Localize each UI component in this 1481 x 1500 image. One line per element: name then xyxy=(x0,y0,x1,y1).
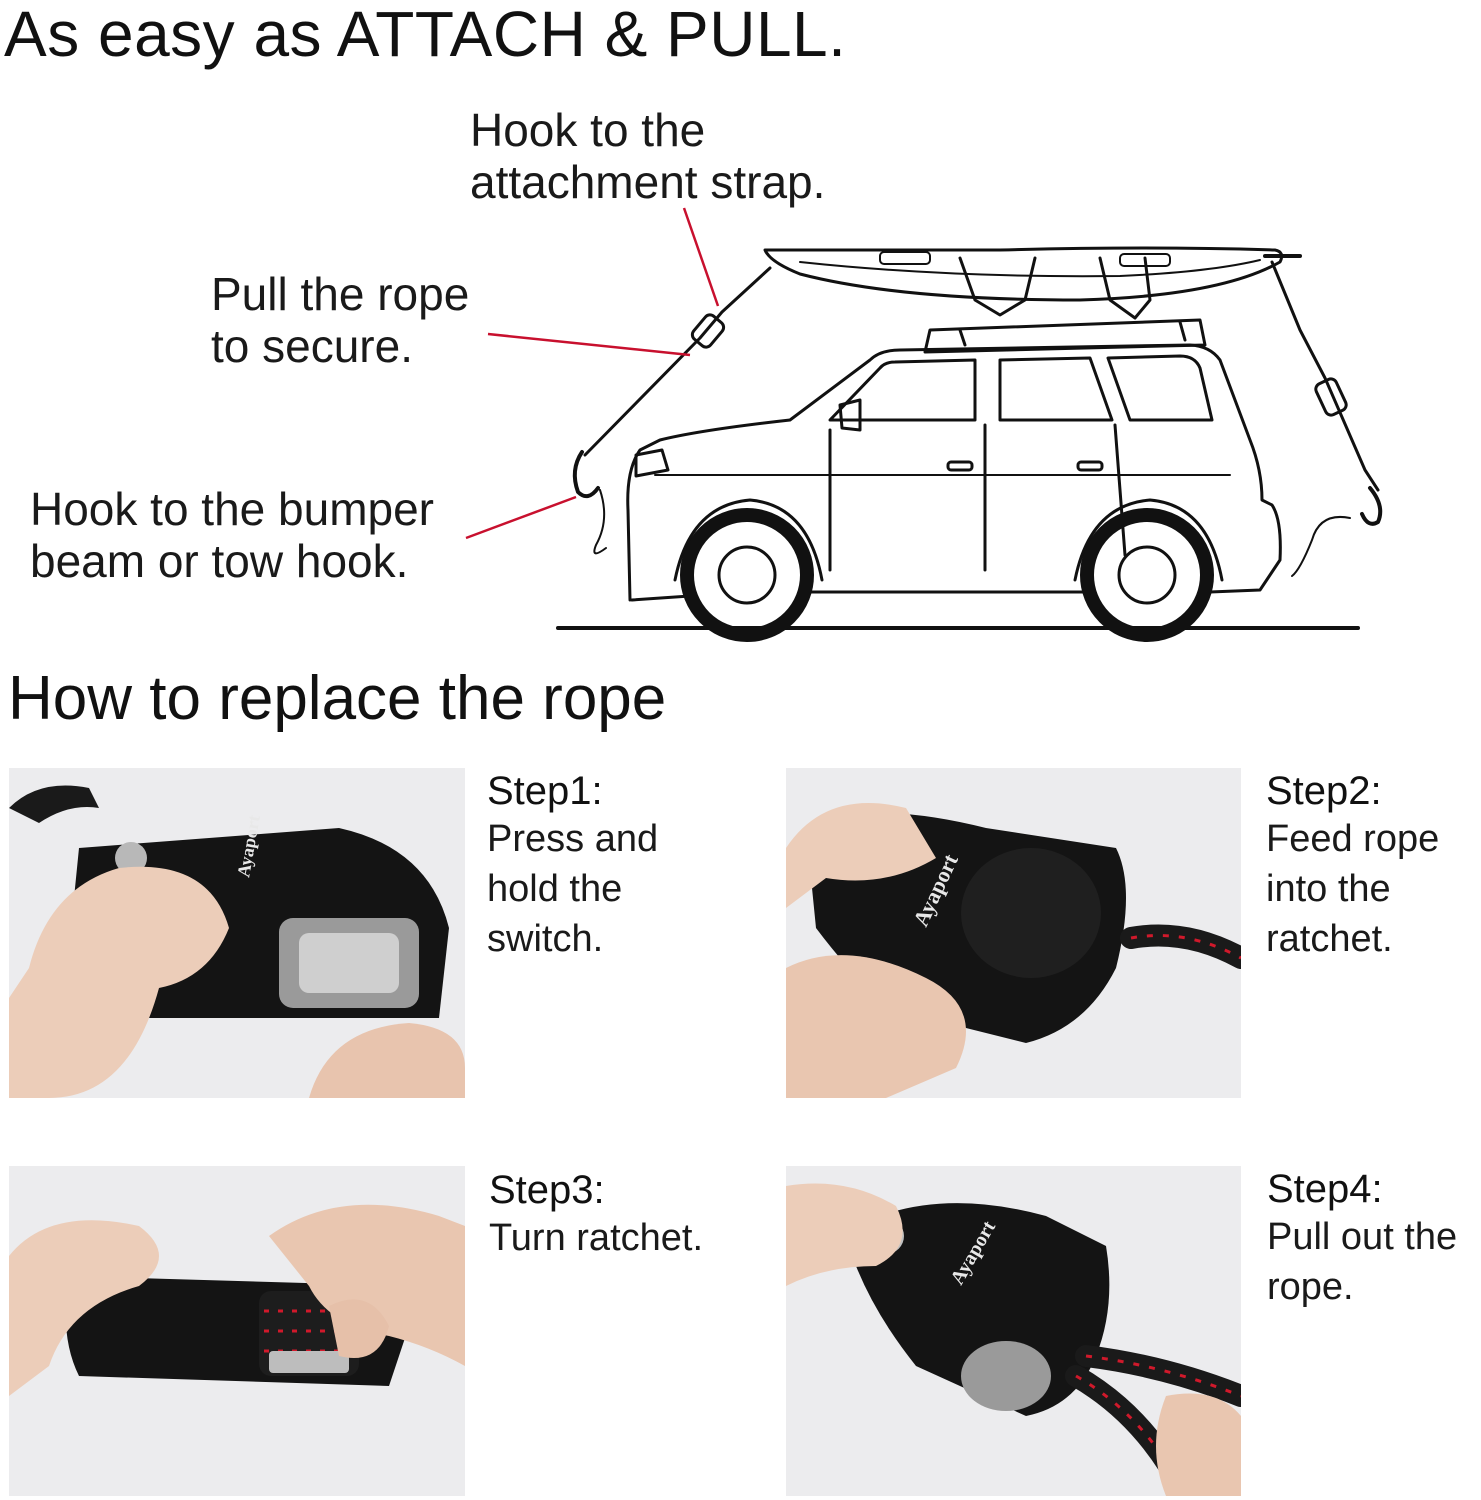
step1-title: Step1: xyxy=(487,769,603,813)
front-ratchet xyxy=(690,313,726,349)
kayak-saddle-rear xyxy=(1098,256,1152,320)
hand xyxy=(786,803,936,908)
step3-text: Step3: Turn ratchet. xyxy=(489,1167,703,1263)
step-line: Press and xyxy=(487,818,659,860)
step-line: Turn ratchet. xyxy=(489,1217,704,1259)
callout-line: Hook to the xyxy=(470,104,706,156)
step2-title: Step2: xyxy=(1266,769,1382,813)
page-title: As easy as ATTACH & PULL. xyxy=(4,0,847,70)
step-line: Feed rope xyxy=(1266,818,1440,860)
leader-rope xyxy=(487,332,691,357)
hand xyxy=(9,866,229,1098)
step2-text: Step2: Feed rope into the ratchet. xyxy=(1266,768,1439,964)
step1-photo: Ayaport xyxy=(9,768,465,1098)
front-rope xyxy=(583,266,772,457)
callout-attachment-strap: Hook to the attachment strap. xyxy=(470,104,825,208)
rear-rope xyxy=(1270,260,1380,492)
step-line: into the xyxy=(1266,868,1391,910)
callout-line: attachment strap. xyxy=(470,156,826,208)
leader-attachment xyxy=(682,207,720,307)
step-line: ratchet. xyxy=(1266,918,1393,960)
step4-title: Step4: xyxy=(1267,1167,1383,1211)
step2-photo: Ayaport xyxy=(786,768,1241,1098)
front-wheel xyxy=(680,508,814,642)
callout-pull-rope: Pull the rope to secure. xyxy=(211,268,469,372)
leader-bumper xyxy=(465,495,577,540)
callout-line: Hook to the bumper xyxy=(30,483,435,535)
callout-line: to secure. xyxy=(211,320,413,372)
hand xyxy=(9,1220,159,1396)
rear-s-hook xyxy=(1360,486,1383,526)
step-line: rope. xyxy=(1267,1266,1354,1308)
callout-line: beam or tow hook. xyxy=(30,535,409,587)
roof-rack xyxy=(923,318,1207,354)
kayak-hull xyxy=(763,246,1284,302)
step1-text: Step1: Press and hold the switch. xyxy=(487,768,658,964)
car-window-front xyxy=(828,358,977,422)
car-window-back xyxy=(1106,354,1214,422)
step4-text: Step4: Pull out the rope. xyxy=(1267,1166,1457,1312)
step4-description: Pull out the rope. xyxy=(1267,1212,1457,1312)
rear-wheel xyxy=(1080,508,1214,642)
kayak-saddle-front xyxy=(958,256,1037,317)
step3-photo xyxy=(9,1166,465,1496)
hand xyxy=(786,1183,903,1286)
step-line: hold the xyxy=(487,868,623,910)
rope xyxy=(1120,924,1241,969)
step1-description: Press and hold the switch. xyxy=(487,814,658,964)
rear-ratchet xyxy=(1314,377,1348,417)
step4-photo: Ayaport xyxy=(786,1166,1241,1496)
step-line: switch. xyxy=(487,918,604,960)
step-line: Pull out the xyxy=(1267,1216,1458,1258)
front-s-hook xyxy=(572,450,600,499)
step2-description: Feed rope into the ratchet. xyxy=(1266,814,1439,964)
callout-bumper-hook: Hook to the bumper beam or tow hook. xyxy=(30,483,434,587)
step3-description: Turn ratchet. xyxy=(489,1213,703,1263)
car-window-rear xyxy=(998,356,1114,422)
car-kayak-illustration xyxy=(465,207,1383,642)
section-title: How to replace the rope xyxy=(8,664,667,733)
callout-line: Pull the rope xyxy=(211,268,470,320)
step3-title: Step3: xyxy=(489,1168,605,1212)
car-body xyxy=(626,343,1282,602)
